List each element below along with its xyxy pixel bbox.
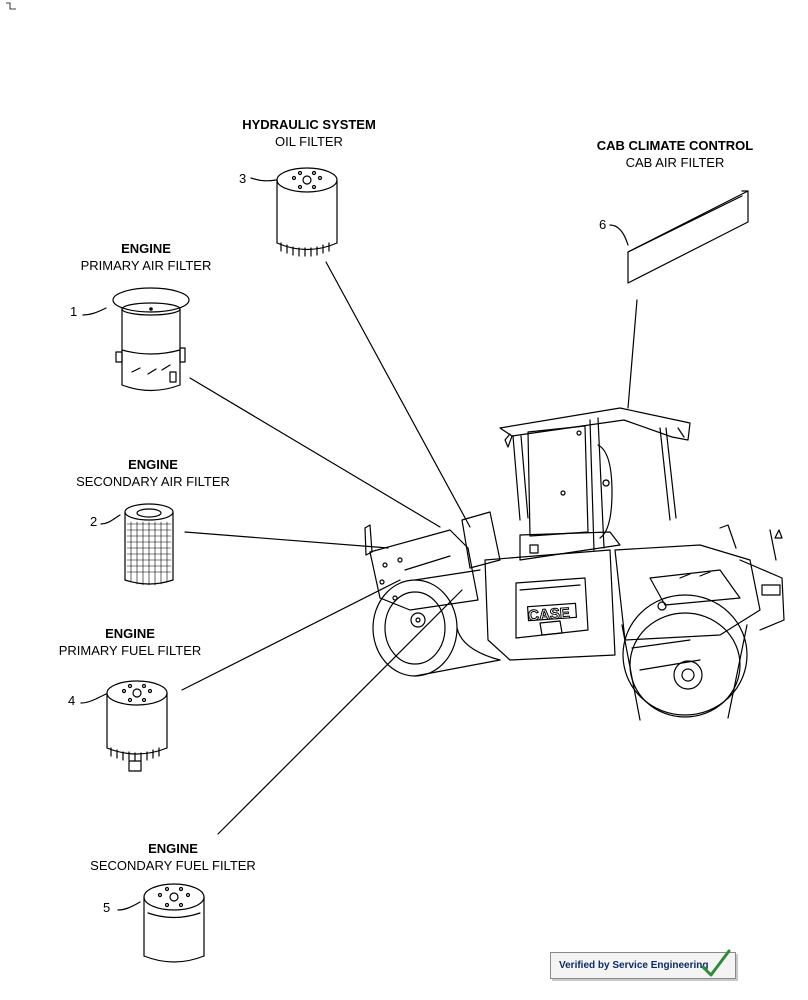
callout-1: 1: [70, 304, 78, 319]
corner-mark-icon: [6, 2, 16, 10]
leader-lines: [181, 261, 638, 835]
checkmark-icon: [701, 949, 731, 977]
filter-3-name: OIL FILTER: [275, 134, 343, 149]
filter-3-category: HYDRAULIC SYSTEM: [242, 117, 376, 132]
callout-5: 5: [103, 900, 111, 915]
filter-6-label: CAB CLIMATE CONTROL CAB AIR FILTER: [570, 137, 780, 171]
leader-line-2: [184, 531, 389, 549]
cab-air-filter-icon: [627, 190, 749, 284]
leader-line-5: [217, 589, 463, 835]
callout-4: 4: [68, 693, 76, 708]
leader-line-6: [627, 299, 638, 409]
leader-line-1: [189, 377, 441, 528]
callout-6: 6: [599, 217, 607, 232]
verified-badge-text: Verified by Service Engineering: [559, 960, 709, 971]
case-logo: CASE: [528, 605, 571, 625]
leader-line-4: [181, 579, 401, 691]
filter-3-label: HYDRAULIC SYSTEM OIL FILTER: [209, 116, 409, 150]
filter-4-label: ENGINE PRIMARY FUEL FILTER: [30, 625, 230, 659]
leader-line-3: [325, 261, 471, 528]
filter-5-name: SECONDARY FUEL FILTER: [90, 858, 256, 873]
filter-2-name: SECONDARY AIR FILTER: [76, 474, 230, 489]
secondary-air-filter-icon: [124, 503, 174, 586]
filter-5-label: ENGINE SECONDARY FUEL FILTER: [63, 840, 283, 874]
tandem-drum-roller-icon: CASE: [364, 407, 785, 721]
filter-1-label: ENGINE PRIMARY AIR FILTER: [40, 240, 252, 274]
secondary-fuel-filter-icon: [143, 883, 205, 963]
callout-3: 3: [239, 171, 247, 186]
filter-2-label: ENGINE SECONDARY AIR FILTER: [48, 456, 258, 490]
filter-4-category: ENGINE: [105, 626, 155, 641]
primary-air-filter-icon: [112, 287, 190, 392]
verified-badge: Verified by Service Engineering: [550, 949, 736, 979]
filter-6-category: CAB CLIMATE CONTROL: [596, 138, 754, 153]
filter-5-category: ENGINE: [148, 841, 198, 856]
oil-filter-icon: [276, 167, 338, 257]
primary-fuel-filter-icon: [106, 680, 168, 772]
filter-6-name: CAB AIR FILTER: [625, 155, 725, 170]
filter-4-name: PRIMARY FUEL FILTER: [58, 643, 202, 658]
filter-1-category: ENGINE: [121, 241, 171, 256]
filter-1-name: PRIMARY AIR FILTER: [80, 258, 212, 273]
callout-2: 2: [90, 514, 98, 529]
filter-2-category: ENGINE: [128, 457, 178, 472]
